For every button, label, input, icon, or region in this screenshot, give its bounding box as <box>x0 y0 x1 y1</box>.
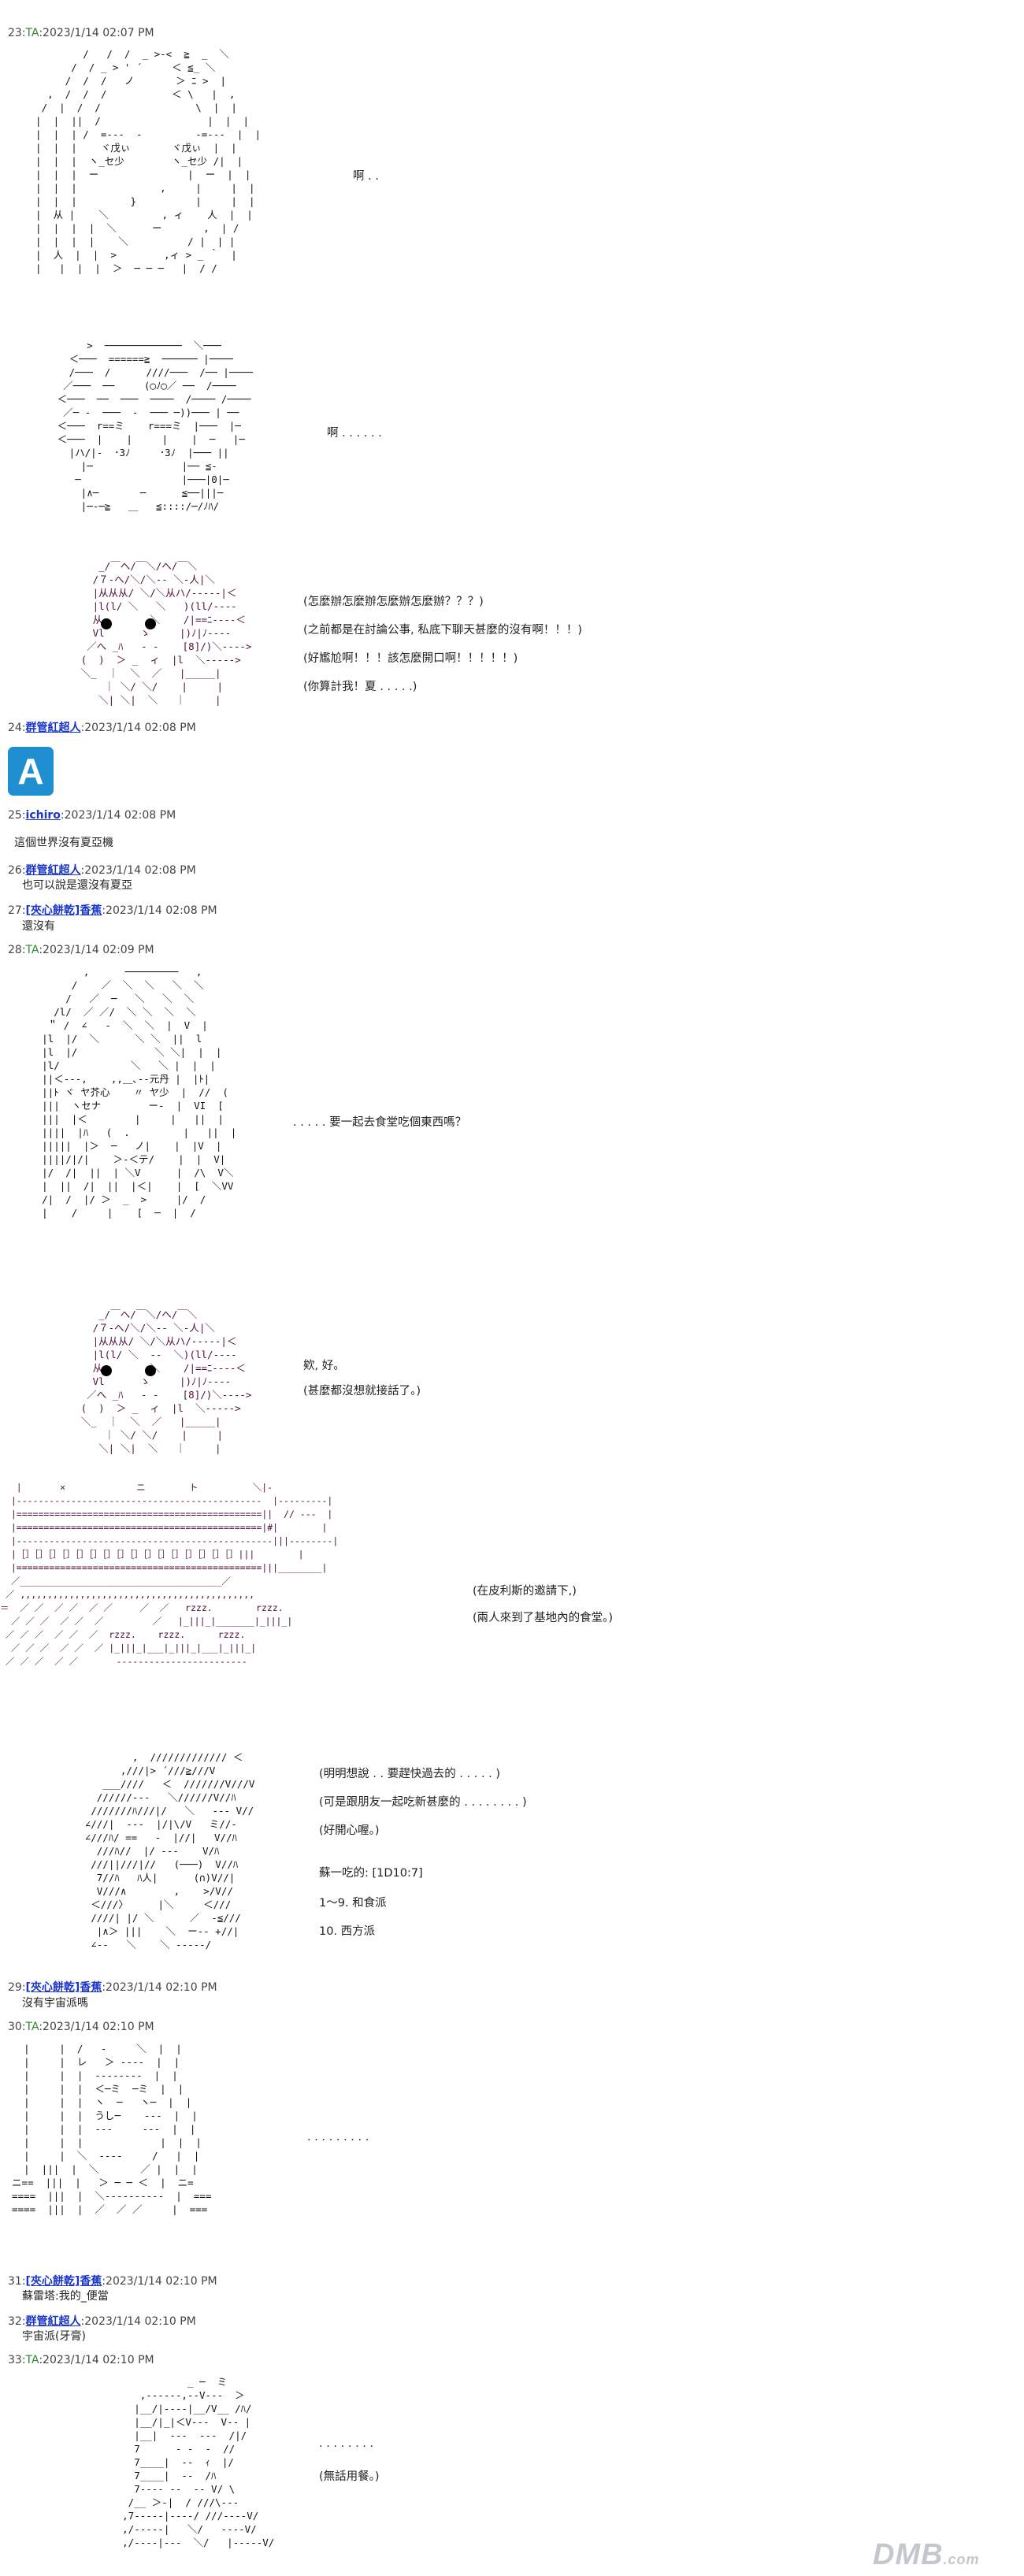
a-badge-icon: A <box>8 747 54 796</box>
post-date: :2023/1/14 02:09 PM <box>39 944 154 956</box>
eye-dot <box>101 1365 112 1376</box>
post-header-27: 27:[夾心餅乾]香蕉:2023/1/14 02:08 PM <box>8 902 217 918</box>
post-text: 也可以說是還沒有夏亞 <box>22 879 132 892</box>
post-header-30: 30:TA:2023/1/14 02:10 PM <box>8 2021 154 2033</box>
post-text: 沒有宇宙派嗎 <box>22 1997 88 2010</box>
post-number: 28: <box>8 944 26 956</box>
post-number: 26: <box>8 864 26 877</box>
post-author-link[interactable]: [夾心餅乾]香蕉 <box>25 2275 102 2288</box>
dialogue-line: 欸, 好。 <box>303 1360 345 1372</box>
dialogue-line: (甚麼都沒想就接話了。) <box>303 1385 421 1397</box>
post-author-link[interactable]: ichiro <box>25 809 61 822</box>
dialogue-line: . . . . . . . . . <box>307 2131 369 2144</box>
post-header-25: 25:ichiro:2023/1/14 02:08 PM <box>8 809 176 822</box>
post-date: :2023/1/14 02:10 PM <box>39 2021 154 2033</box>
ascii-art-face-7: | | / ‐ ＼ | | | | レ ＞ ‐‐‐‐ | | | | | ‐‐‐… <box>12 2043 212 2215</box>
dice-roll-line: 蘇一吃的: [1D10:7] <box>319 1867 423 1880</box>
post-number: 24: <box>8 722 26 734</box>
post-author: TA <box>25 944 39 956</box>
dialogue-line: (可是跟朋友一起吃新甚麼的 . . . . . . . . ) <box>319 1796 527 1809</box>
dialogue-line: (之前都是在討論公事, 私底下聊天甚麼的沒有啊！！！) <box>303 624 583 637</box>
dialogue-line: (怎麼辦怎麼辦怎麼辦怎麼辦？？？) <box>303 596 484 608</box>
post-number: 23: <box>8 27 26 39</box>
post-author-link[interactable]: [夾心餅乾]香蕉 <box>25 1981 102 1994</box>
post-number: 27: <box>8 904 26 917</box>
ascii-art-face-1: / / / _ >-< ≧ _ ＼ / / _ > ' ´ ＜ ≦_ ＼ / /… <box>35 48 262 274</box>
post-header-23: 23:TA:2023/1/14 02:07 PM <box>8 27 154 39</box>
post-text: 這個世界沒有夏亞機 <box>14 837 113 849</box>
post-date: :2023/1/14 02:08 PM <box>60 809 176 822</box>
post-number: 31: <box>8 2275 26 2288</box>
post-number: 30: <box>8 2021 26 2033</box>
post-header-24: 24:群管紅超人:2023/1/14 02:08 PM <box>8 719 196 735</box>
dialogue-line: (在皮利斯的邀請下,) <box>473 1585 577 1598</box>
post-text: 宇宙派(牙膏) <box>22 2330 86 2343</box>
post-text: 蘇雷塔:我的_便當 <box>22 2290 109 2303</box>
post-header-31: 31:[夾心餅乾]香蕉:2023/1/14 02:10 PM <box>8 2273 217 2288</box>
dmb-watermark-logo: DMB.com <box>873 2538 980 2572</box>
post-header-26: 26:群管紅超人:2023/1/14 02:08 PM <box>8 862 196 878</box>
eye-dot <box>145 618 156 629</box>
post-date: :2023/1/14 02:10 PM <box>102 1981 217 1994</box>
post-author-link[interactable]: 群管紅超人 <box>25 864 81 877</box>
dialogue-line: 啊 . . <box>353 170 379 183</box>
dialogue-line: (你算計我！夏 . . . . .) <box>303 681 417 693</box>
post-header-33: 33:TA:2023/1/14 02:10 PM <box>8 2354 154 2366</box>
post-date: :2023/1/14 02:08 PM <box>80 864 196 877</box>
dice-option-line: 10. 西方派 <box>319 1925 376 1938</box>
post-number: 32: <box>8 2315 26 2328</box>
dialogue-line: 啊 . . . . . . <box>327 427 382 440</box>
dialogue-line: (好開心喔。) <box>319 1824 380 1837</box>
dialogue-line: (明明想說 . . 要趕快過去的 . . . . . ) <box>319 1768 501 1780</box>
post-date: :2023/1/14 02:10 PM <box>102 2275 217 2288</box>
post-author: TA <box>25 27 39 39</box>
eye-dot <box>101 618 112 629</box>
eye-dot <box>145 1365 156 1376</box>
ascii-art-face-3: _/￣へ/￣＼/へ/￣＼ /７‐へ/＼/＼‐‐ ＼‐人|＼ |从从从/ ＼/＼从… <box>80 560 252 706</box>
post-date: :2023/1/14 02:10 PM <box>80 2315 196 2328</box>
post-number: 33: <box>8 2354 26 2366</box>
post-date: :2023/1/14 02:10 PM <box>39 2354 154 2366</box>
post-author-link[interactable]: 群管紅超人 <box>25 722 81 734</box>
post-author-link[interactable]: 群管紅超人 <box>25 2315 81 2328</box>
post-header-32: 32:群管紅超人:2023/1/14 02:10 PM <box>8 2313 196 2329</box>
post-author: TA <box>25 2021 39 2033</box>
dialogue-line: (無話用餐。) <box>319 2470 380 2483</box>
watermark-main: DMB <box>873 2538 944 2571</box>
ascii-art-face-8: _ ─ ミ ,‐‐‐‐‐‐,‐‐V‐‐‐ ＞ |__/|‐‐‐‐|__/V__ … <box>122 2376 275 2548</box>
post-author: TA <box>25 2354 39 2366</box>
post-date: :2023/1/14 02:07 PM <box>39 27 154 39</box>
ascii-art-face-5: _/￣へ/￣＼/へ/￣＼ /７‐へ/＼/＼‐‐ ＼‐人|＼ |从从从/ ＼/＼从… <box>80 1308 252 1454</box>
dialogue-line: (兩人來到了基地內的食堂。) <box>473 1612 614 1624</box>
post-date: :2023/1/14 02:08 PM <box>80 722 196 734</box>
watermark-sub: .com <box>943 2552 980 2567</box>
ascii-art-face-6: , ///////////// ＜ ,///|> ´///≧///V ___//… <box>84 1751 255 1951</box>
post-number: 29: <box>8 1981 26 1994</box>
dialogue-line: . . . . . . . . <box>319 2437 374 2450</box>
post-number: 25: <box>8 809 26 822</box>
ascii-art-face-4: , ───────── , / ／ ＼ ＼ ＼ ＼ / ／ ─ ＼ ＼ ＼ /l… <box>42 966 237 1219</box>
post-author-link[interactable]: [夾心餅乾]香蕉 <box>25 904 102 917</box>
dice-option-line: 1～9. 和食派 <box>319 1897 387 1910</box>
ascii-art-face-2: > ───────────── ＼─── ＜─── ======≧ ──────… <box>57 340 253 512</box>
ascii-art-cafeteria: | × ニ ト ＼|- |‐‐‐‐‐‐‐‐‐‐‐‐‐‐‐‐‐‐‐‐‐‐‐‐‐‐‐… <box>0 1482 339 1667</box>
post-header-28: 28:TA:2023/1/14 02:09 PM <box>8 944 154 956</box>
post-header-29: 29:[夾心餅乾]香蕉:2023/1/14 02:10 PM <box>8 1979 217 1995</box>
post-text: 還沒有 <box>22 920 55 933</box>
post-date: :2023/1/14 02:08 PM <box>102 904 217 917</box>
dialogue-line: . . . . . 要一起去食堂吃個東西嗎？ <box>293 1116 467 1129</box>
dialogue-line: (好尷尬啊！！！該怎麼開口啊！！！！！) <box>303 652 518 665</box>
